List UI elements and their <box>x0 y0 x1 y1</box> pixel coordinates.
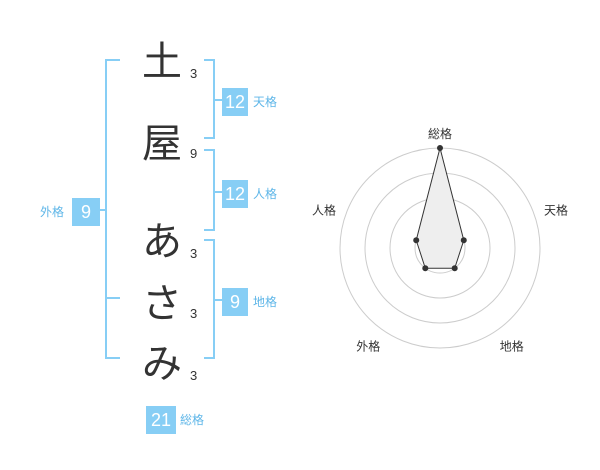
tenkaku-value: 12 <box>222 88 248 116</box>
radar-axis-label-3: 地格 <box>500 339 524 354</box>
gaikaku-bracket <box>105 59 120 359</box>
radar-point-5 <box>413 237 420 244</box>
radar-axis-label-1: 総格 <box>428 126 452 141</box>
chikaku-value: 9 <box>222 288 248 316</box>
soukaku-value: 21 <box>146 406 176 434</box>
radar-axis-label-4: 外格 <box>356 339 380 354</box>
stroke-count-4: 3 <box>190 306 198 321</box>
name-char-2: 屋 <box>142 121 182 167</box>
tenkaku-label: 天格 <box>253 95 278 109</box>
radar-point-2 <box>460 237 467 244</box>
gaikaku-label: 外格 <box>40 205 65 219</box>
name-char-4: さ <box>142 281 182 327</box>
chikaku-label: 地格 <box>253 295 278 309</box>
stroke-count-3: 3 <box>190 246 198 261</box>
soukaku-label: 総格 <box>180 413 205 427</box>
radar-point-4 <box>422 265 429 272</box>
radar-axis-label-2: 天格 <box>544 202 568 217</box>
name-char-3: あ <box>142 219 182 265</box>
radar-polygon <box>415 147 465 269</box>
stroke-count-5: 3 <box>190 368 198 383</box>
radar-axis-label-5: 人格 <box>312 202 336 217</box>
name-char-1: 土 <box>142 39 182 85</box>
stroke-count-1: 3 <box>190 66 198 81</box>
radar-point-3 <box>451 265 458 272</box>
jinkaku-value: 12 <box>222 180 248 208</box>
jinkaku-label: 人格 <box>253 187 278 201</box>
name-char-5: み <box>142 341 182 387</box>
stroke-count-2: 9 <box>190 146 198 161</box>
jinkaku-bracket <box>204 149 215 231</box>
chikaku-bracket <box>204 239 215 359</box>
tenkaku-bracket <box>204 59 215 139</box>
gaikaku-value: 9 <box>72 198 100 226</box>
radar-point-1 <box>437 145 443 151</box>
